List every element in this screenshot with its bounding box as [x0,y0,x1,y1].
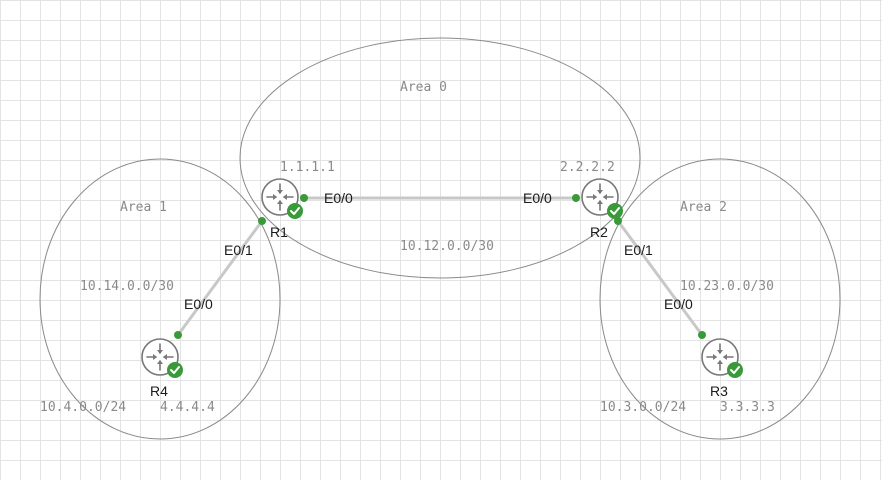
area-0-boundary [239,37,641,279]
r1-e0-1-label: E0/1 [224,242,253,258]
r1-e0-0-port[interactable] [300,194,308,202]
router-id-r3: 3.3.3.3 [720,400,775,415]
stub-network-label-r3: 10.3.0.0/24 [600,400,686,415]
area-2-label: Area 2 [680,200,727,215]
stub-network-label-r4: 10.4.0.0/24 [40,400,126,415]
r4-e0-0-label: E0/0 [184,296,213,312]
r3-e0-0-label: E0/0 [664,296,693,312]
link-r1-r4[interactable] [176,219,264,337]
subnet-label-r2-r3: 10.23.0.0/30 [680,279,774,294]
area-0-label: Area 0 [400,80,447,95]
area-1-label: Area 1 [120,200,167,215]
area-1-boundary [39,158,281,440]
r4-e0-0-port[interactable] [174,331,182,339]
subnet-label-r1-r2: 10.12.0.0/30 [400,239,494,254]
status-ok-icon [286,202,304,220]
router-r4[interactable]: R4 4.4.4.4 [141,338,215,415]
r2-e0-0-label: E0/0 [523,190,552,206]
router-r1[interactable]: 1.1.1.1 R1 [261,160,335,240]
r2-e0-0-port[interactable] [572,194,580,202]
router-r2[interactable]: 2.2.2.2 R2 [560,160,624,240]
status-ok-icon [606,202,624,220]
router-name-r2: R2 [590,224,608,240]
status-ok-icon [726,361,744,379]
status-ok-icon [166,361,184,379]
router-name-r3: R3 [710,383,728,399]
router-id-r2: 2.2.2.2 [560,160,615,175]
router-id-r1: 1.1.1.1 [280,160,335,175]
router-name-r1: R1 [270,224,288,240]
r1-e0-1-port[interactable] [258,217,266,225]
area-2-boundary [599,158,841,440]
r1-e0-0-label: E0/0 [324,190,353,206]
r3-e0-0-port[interactable] [698,331,706,339]
router-r3[interactable]: R3 3.3.3.3 [701,338,775,415]
router-id-r4: 4.4.4.4 [160,400,215,415]
r2-e0-1-label: E0/1 [624,242,653,258]
subnet-label-r1-r4: 10.14.0.0/30 [80,279,174,294]
router-name-r4: R4 [150,383,168,399]
r2-e0-1-port[interactable] [614,217,622,225]
link-r2-r3[interactable] [616,219,704,337]
